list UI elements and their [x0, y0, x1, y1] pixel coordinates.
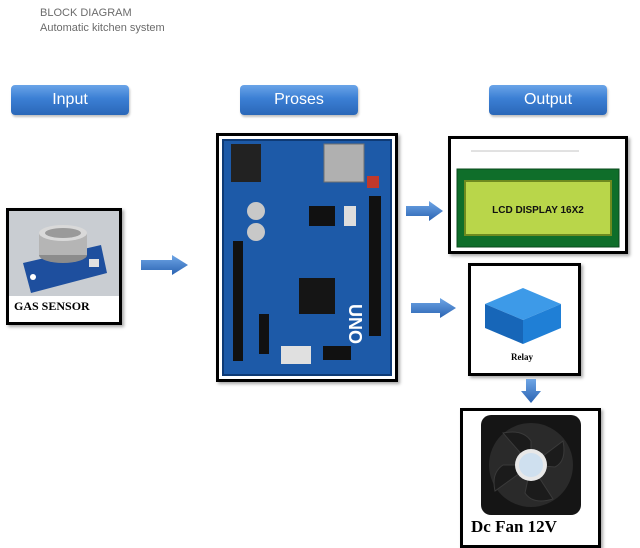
lcd-display-text: LCD DISPLAY 16X2 — [492, 205, 584, 216]
relay-block: Relay — [468, 263, 581, 376]
input-stage-label: Input — [11, 85, 129, 115]
process-stage-label: Proses — [240, 85, 358, 115]
dc-fan-label: Dc Fan 12V — [471, 517, 557, 536]
lcd-display-image: LCD DISPLAY 16X2 — [451, 139, 625, 251]
gas-sensor-label: GAS SENSOR — [14, 299, 90, 313]
diagram-title: BLOCK DIAGRAM — [40, 7, 132, 19]
dc-fan-block: Dc Fan 12V — [460, 408, 601, 548]
arduino-block: UNO — [216, 133, 398, 382]
output-stage-label: Output — [489, 85, 607, 115]
arrow-right-icon — [411, 298, 456, 318]
lcd-display-block: LCD DISPLAY 16X2 — [448, 136, 628, 254]
arrow-right-icon — [406, 201, 443, 221]
gas-sensor-image — [9, 211, 119, 296]
relay-image — [471, 266, 578, 346]
arduino-board-image: UNO — [222, 139, 392, 376]
gas-sensor-block: GAS SENSOR — [6, 208, 122, 325]
arrow-down-icon — [521, 379, 541, 403]
arrow-right-icon — [141, 255, 188, 275]
relay-label: Relay — [511, 352, 533, 362]
arduino-uno-label: UNO — [345, 304, 365, 344]
dc-fan-image — [463, 411, 598, 521]
diagram-subtitle: Automatic kitchen system — [40, 22, 165, 34]
